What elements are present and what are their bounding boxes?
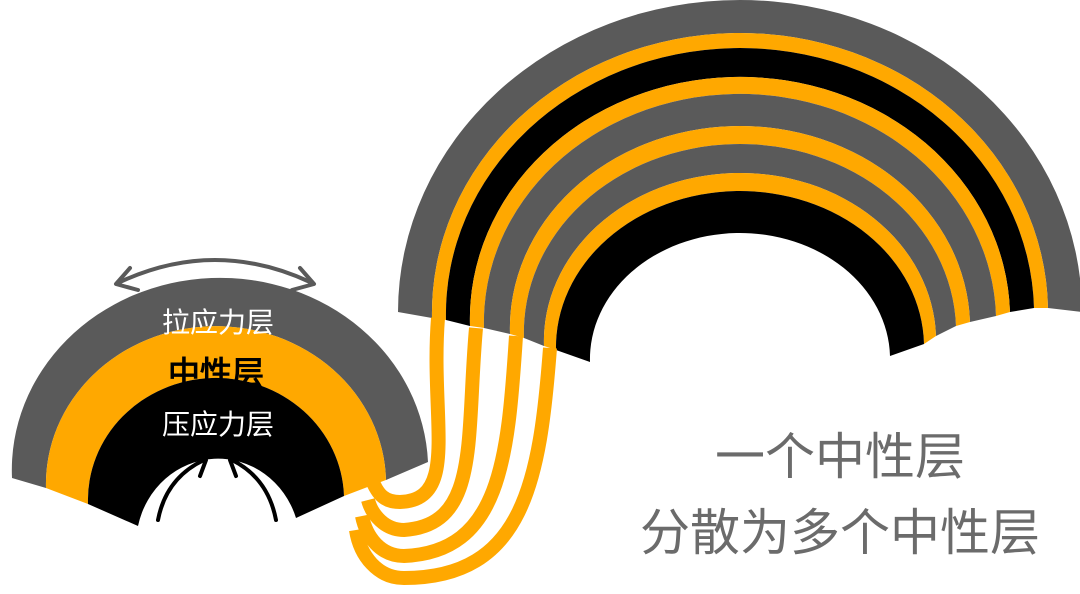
double-headed-curved-arrow-icon (114, 258, 316, 292)
caption-line-1: 一个中性层 (715, 428, 965, 486)
tension-layer (11, 277, 429, 488)
neutral-layer (45, 326, 387, 504)
caption-line-2: 分散为多个中性层 (640, 504, 1040, 562)
compression-layer (87, 377, 345, 526)
tension-layer-label: 拉应力层 (162, 306, 274, 339)
connecting-ribbons (349, 317, 557, 586)
inward-curved-arrows-icon (156, 456, 278, 522)
small-arch: 拉应力层 中性层 压应力层 (11, 277, 429, 526)
neutral-layer-label: 中性层 (168, 354, 264, 392)
compression-layer-label: 压应力层 (162, 408, 274, 441)
ribbon-3 (355, 335, 523, 564)
ribbon-2 (361, 327, 483, 538)
large-arch-gray-band-3 (523, 143, 956, 346)
ribbon-1 (365, 317, 446, 510)
large-arch-outer-gray-band (398, 0, 1080, 318)
large-arch-gray-band-2 (483, 93, 996, 335)
ribbon-4 (349, 347, 557, 586)
large-arch-inner-black-band (555, 191, 924, 362)
large-arch (398, 0, 1080, 362)
